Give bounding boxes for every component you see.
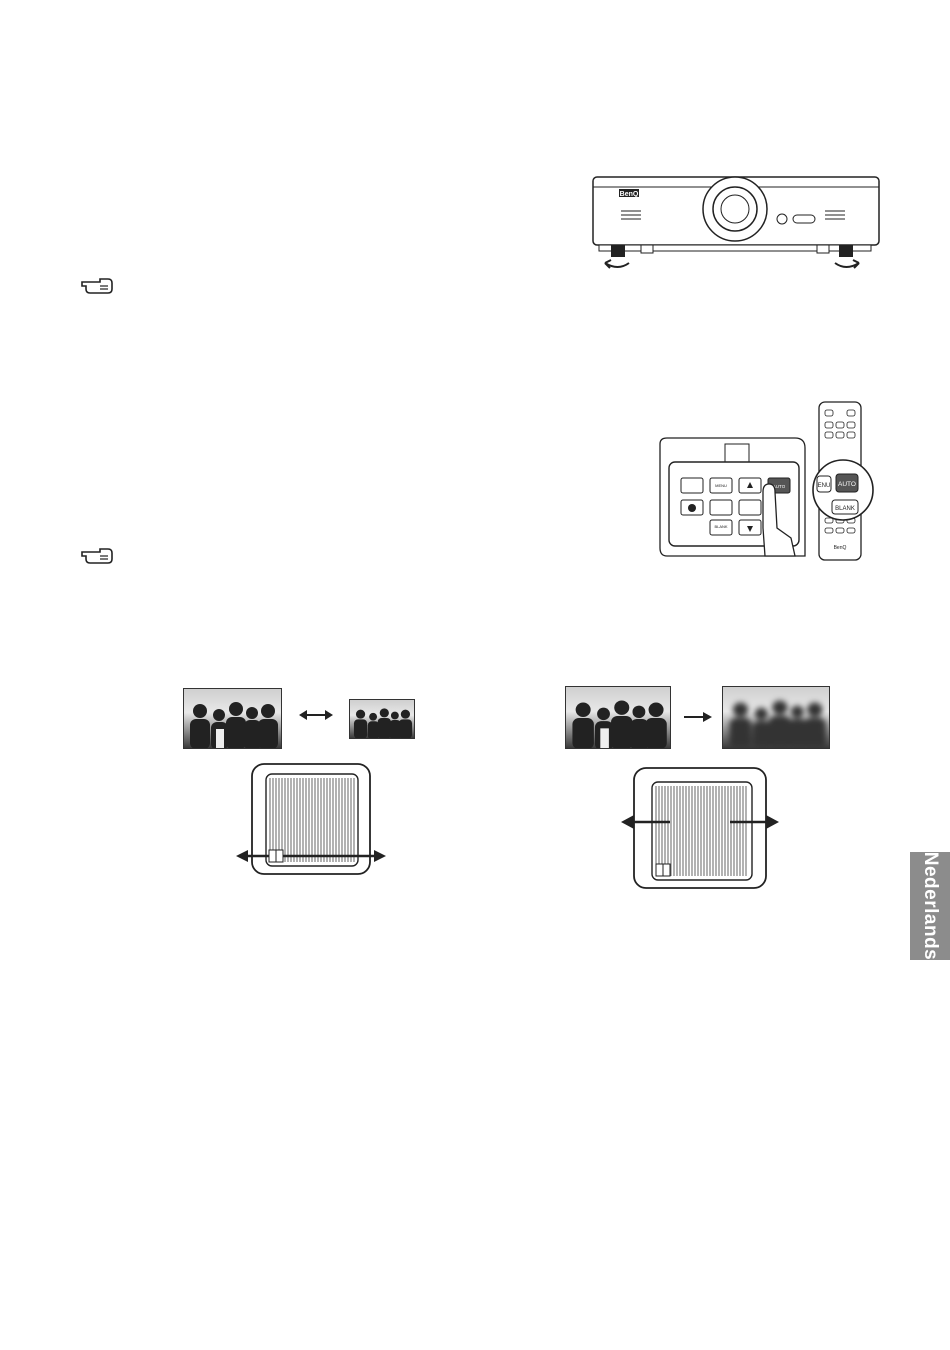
people-silhouettes: [184, 689, 281, 748]
pointing-hand-note-icon: [80, 546, 116, 566]
left-adjuster-foot: [611, 245, 625, 257]
right-arrow-icon: [684, 710, 712, 724]
remote-brand: BenQ: [834, 545, 847, 551]
people-silhouettes: [566, 687, 670, 748]
focus-ring-diagram: [618, 766, 782, 890]
remote-blank-label: BLANK: [835, 506, 855, 512]
group-photo-sharp: [565, 686, 671, 749]
pointing-hand-note-icon: [80, 276, 116, 296]
right-arrow-icon: [766, 815, 779, 829]
projector-front-illustration: BenQ: [585, 165, 885, 280]
group-photo-small: [349, 699, 415, 739]
left-arrow-icon: [236, 850, 248, 862]
power-icon: [688, 504, 696, 512]
lens: [713, 187, 757, 231]
group-photo-blurred: [722, 686, 830, 749]
double-arrow-icon: [299, 708, 333, 722]
control-panel-and-remote-illustration: AUTO MENU BLANK BenQ ENU AUTO BLANK: [655, 398, 875, 563]
right-adjuster-foot: [839, 245, 853, 257]
remote-menu-label: ENU: [818, 483, 831, 489]
group-photo-large: [183, 688, 282, 749]
remote-auto-label: AUTO: [838, 481, 856, 488]
projector-brand: BenQ: [620, 191, 639, 198]
zoom-ring-diagram: [236, 762, 386, 878]
panel-menu-label: MENU: [715, 483, 727, 488]
panel-blank-label: BLANK: [714, 524, 727, 529]
language-label: Nederlands: [919, 852, 941, 960]
left-arrow-icon: [621, 815, 634, 829]
right-arrow-icon: [374, 850, 386, 862]
language-side-tab: Nederlands: [910, 852, 950, 960]
people-silhouettes: [350, 700, 414, 738]
people-silhouettes: [723, 687, 829, 748]
